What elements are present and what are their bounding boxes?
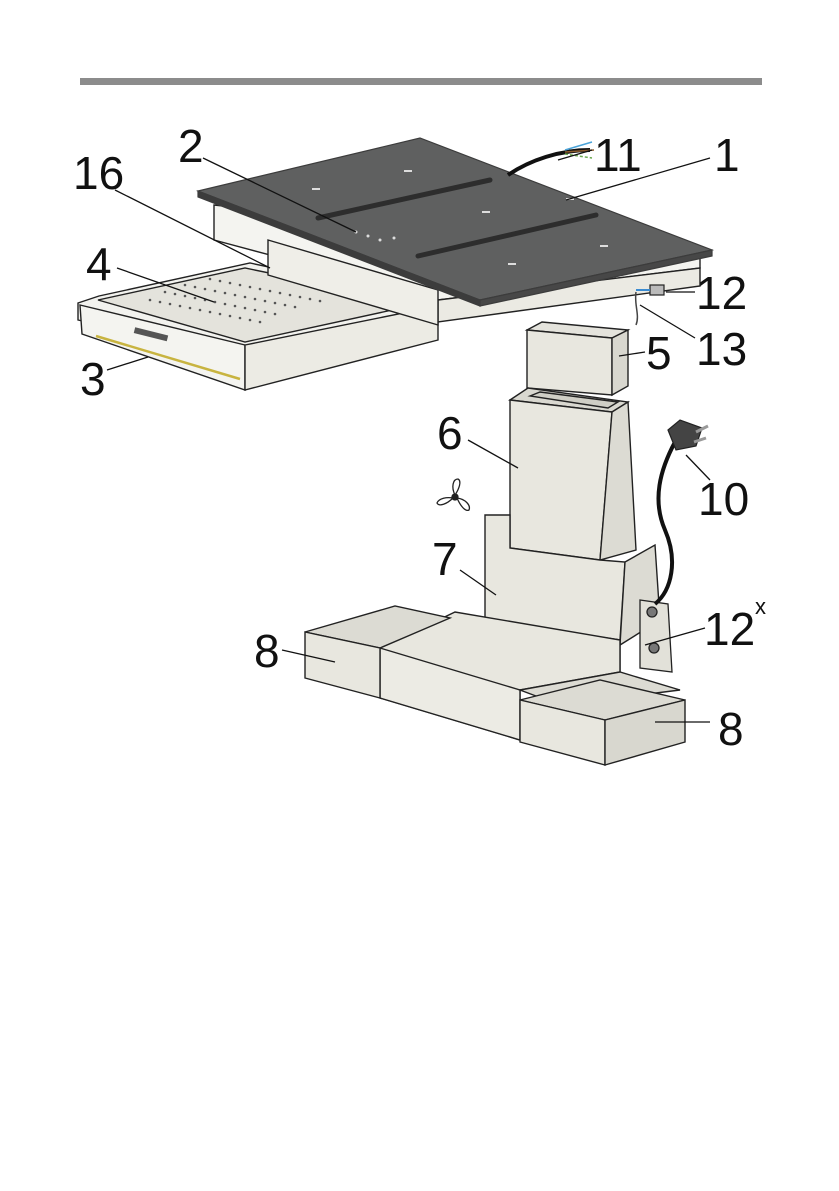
callout-3: 3 (80, 356, 106, 402)
callout-8-right: 8 (718, 706, 744, 752)
duct-6 (510, 388, 636, 560)
callout-6: 6 (437, 410, 463, 456)
callout-10: 10 (698, 476, 749, 522)
callout-1: 1 (714, 132, 740, 178)
callout-4: 4 (86, 241, 112, 287)
callout-13: 13 (696, 326, 747, 372)
callout-5: 5 (646, 330, 672, 376)
callout-12x: 12 (704, 606, 755, 652)
callout-12: 12 (696, 270, 747, 316)
bracket-12x (640, 600, 672, 672)
callout-2: 2 (178, 123, 204, 169)
callout-12x-superscript: x (755, 596, 766, 618)
adapter-box-5 (527, 322, 628, 395)
callout-7: 7 (432, 536, 458, 582)
callout-16: 16 (73, 150, 124, 196)
callout-11: 11 (594, 132, 642, 178)
callout-8-left: 8 (254, 628, 280, 674)
